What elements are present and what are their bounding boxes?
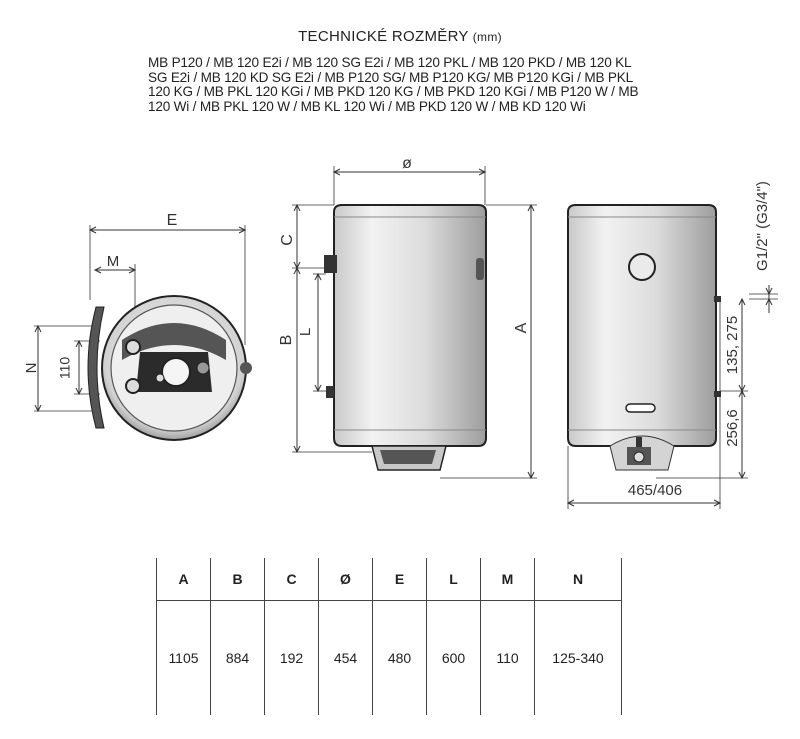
label-phi: ø (402, 155, 412, 172)
label-256-6: 256,6 (724, 409, 741, 447)
value-a: 1105 (156, 600, 211, 715)
title-unit: (mm) (472, 30, 502, 44)
title-text: TECHNICKÉ ROZMĚRY (298, 28, 469, 45)
top-view: E M N 110 (23, 212, 252, 441)
side-view: ø C B L A (278, 155, 537, 480)
value-n: 125-340 (534, 600, 622, 715)
header-c: C (264, 558, 319, 601)
label-thread: G1/2" (G3/4") (754, 181, 771, 271)
value-c: 192 (264, 600, 319, 715)
label-a: A (513, 322, 530, 333)
label-135-275: 135, 275 (724, 316, 741, 374)
value-m: 110 (480, 600, 535, 715)
header-l: L (426, 558, 481, 601)
header-a: A (156, 558, 211, 601)
label-b: B (278, 335, 295, 346)
header-phi: Ø (318, 558, 373, 601)
label-n: N (23, 363, 40, 374)
page-title: TECHNICKÉ ROZMĚRY(mm) (0, 28, 800, 45)
label-110: 110 (57, 357, 73, 380)
value-l: 600 (426, 600, 481, 715)
table-header-row: A B C Ø E L M N (156, 558, 622, 601)
label-465-406: 465/406 (628, 482, 682, 499)
value-b: 884 (210, 600, 265, 715)
model-list: MB P120 / MB 120 E2i / MB 120 SG E2i / M… (148, 55, 639, 115)
header-e: E (372, 558, 427, 601)
header-b: B (210, 558, 265, 601)
label-m: M (107, 253, 120, 270)
label-e: E (167, 212, 178, 229)
dimension-table: A B C Ø E L M N 1105 884 192 454 480 600… (156, 558, 622, 715)
value-e: 480 (372, 600, 427, 715)
label-l: L (297, 328, 314, 336)
front-view: G1/2" (G3/4") 135, 275 256,6 465/406 (566, 181, 778, 509)
header-m: M (480, 558, 535, 601)
technical-drawing: E M N 110 (23, 155, 778, 509)
label-c: C (279, 234, 296, 246)
value-phi: 454 (318, 600, 373, 715)
header-n: N (534, 558, 622, 601)
table-row: 1105 884 192 454 480 600 110 125-340 (156, 600, 622, 715)
